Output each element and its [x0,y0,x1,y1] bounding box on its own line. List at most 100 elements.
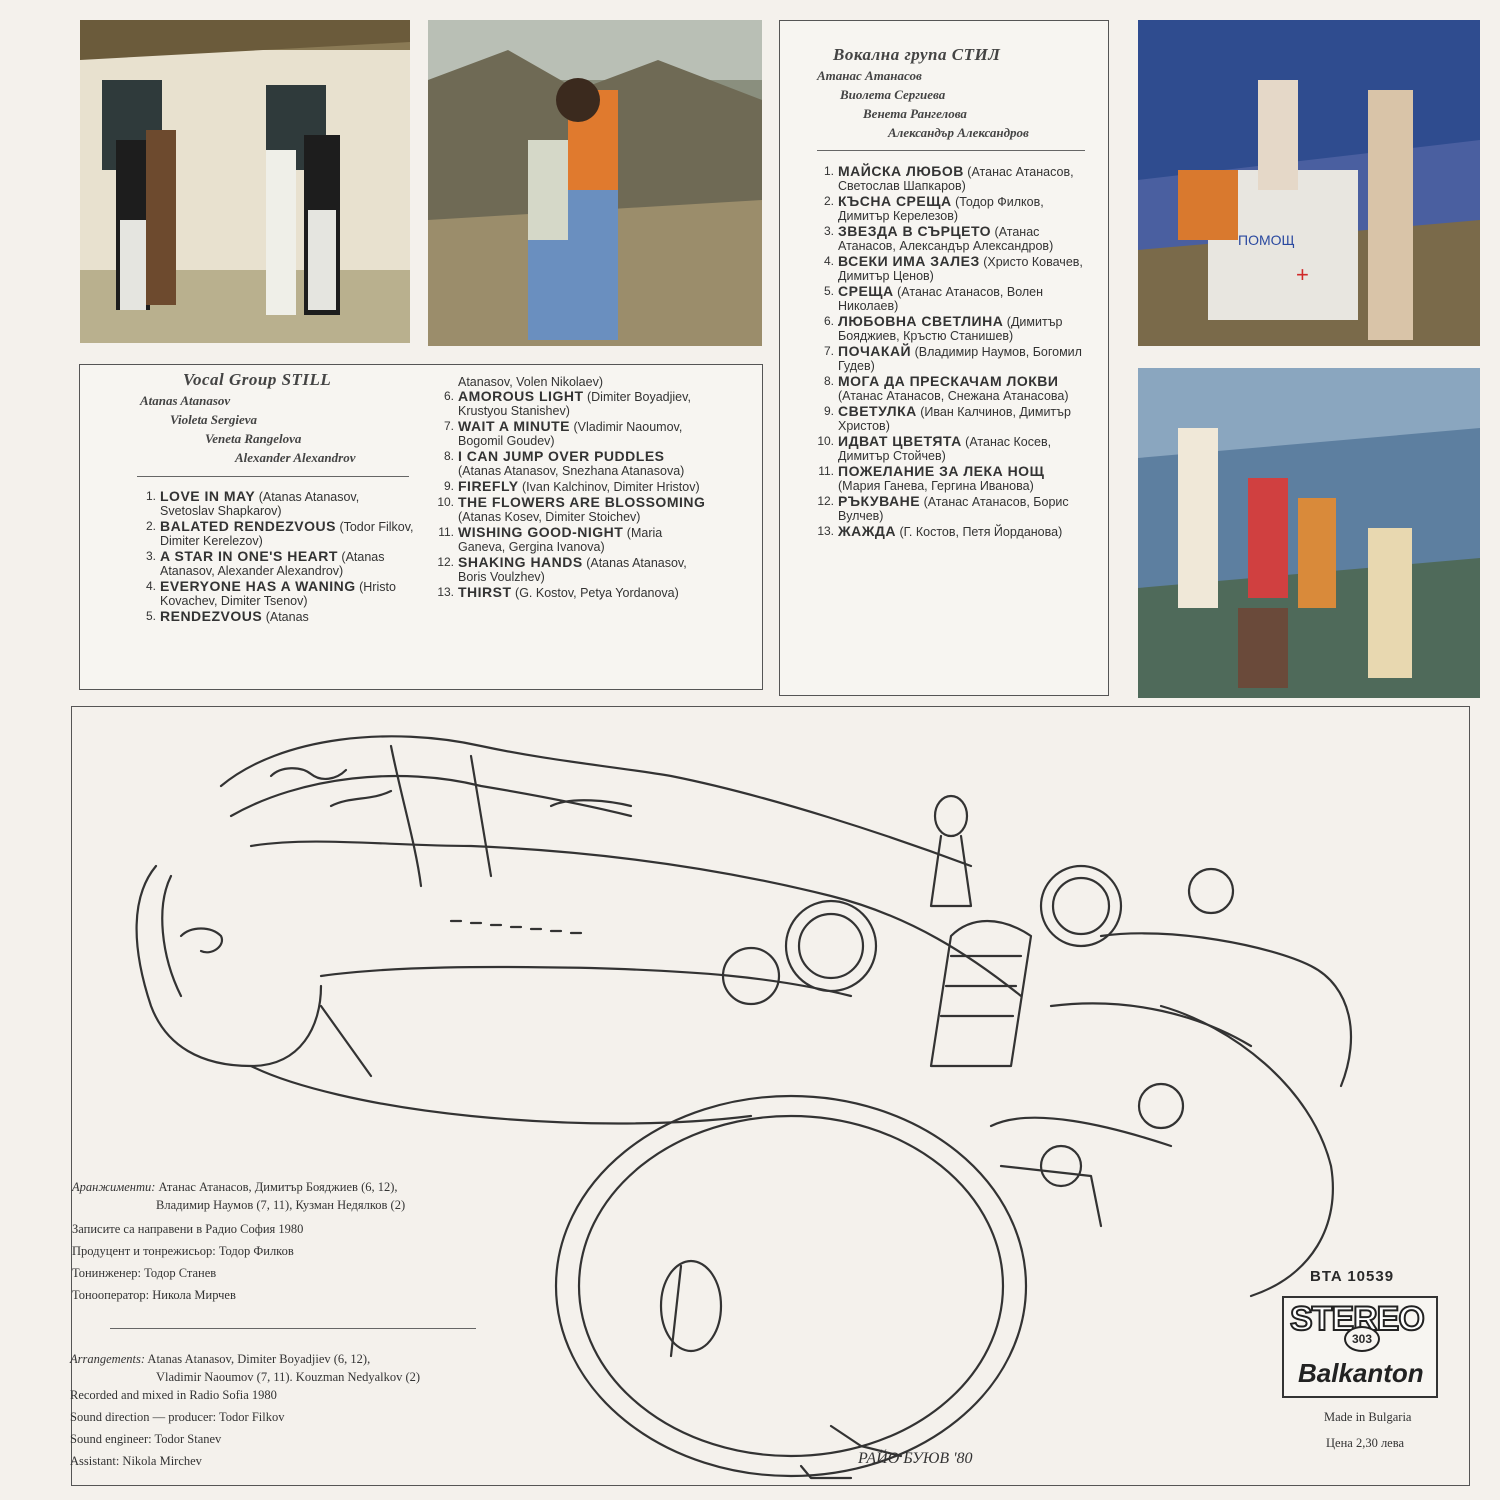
en-group-title: Vocal Group STILL [183,370,332,389]
balkanton-text: Balkanton [1298,1358,1424,1388]
track-number: 7. [823,344,834,358]
track-number: 12. [437,555,454,569]
track-number: 1. [145,489,156,503]
track-item: 2. КЪСНА СРЕЩА (Тодор Филков, Димитър Кер… [812,194,1088,223]
track-credit: (Тодор Филков, Димитър Керелезов) [838,195,1044,223]
track-number: 7. [443,419,454,433]
track-item: 1.LOVE IN MAY (Atanas Atanasov, Svetosla… [134,489,414,518]
track-title: ПОЖЕЛАНИЕ ЗА ЛЕКА НОЩ [838,463,1045,479]
track-credit: (Atanas Kosev, Dimiter Stoichev) [458,510,641,524]
track-text: I CAN JUMP OVER PUDDLES (Atanas Atanasov… [458,449,707,478]
track-text: СРЕЩА (Атанас Атанасов, Волен Николаев) [838,284,1088,313]
track-credit: (Г. Костов, Петя Йорданова) [896,525,1063,539]
credits-en-arr-line1: Atanas Atanasov, Dimiter Boyadjiev (6, 1… [145,1352,371,1366]
track-title: RENDEZVOUS [160,608,263,624]
credits-en: Arrangements: Atanas Atanasov, Dimiter B… [70,1350,482,1470]
track-item: 12.РЪКУВАНЕ (Атанас Атанасов, Борис Вулч… [812,494,1088,523]
credits-en-arr-label: Arrangements: [70,1352,145,1366]
track-credit: (Atanas Atanasov, Svetoslav Shapkarov) [160,490,360,518]
bg-member-2: Виолета Сергиева [840,87,946,102]
track-credit: (Атанас Атанасов, Светослав Шапкаров) [838,165,1074,193]
track-credit: (Hristo Kovachev, Dimiter Tsenov) [160,580,396,608]
track-number: 8. [823,374,834,388]
credits-bg-arr-label: Аранжименти: [72,1180,156,1194]
en-member-1: Atanas Atanasov [140,393,231,408]
track-title: ИДВАТ ЦВЕТЯТА [838,433,962,449]
track-title: BALATED RENDEZVOUS [160,518,336,534]
track-credit: (Атанас Атанасов, Волен Николаев) [838,285,1044,313]
track-text: ЗВЕЗДА В СЪРЦЕТО (Атанас Атанасов, Алекс… [838,224,1088,253]
track-text: A STAR IN ONE'S HEART (Atanas Atanasov, … [160,549,414,578]
track-credit: (G. Kostov, Petya Yordanova) [511,586,679,600]
en-divider [137,476,409,477]
track-title: РЪКУВАНЕ [838,493,921,509]
track-text: FIREFLY (Ivan Kalchinov, Dimiter Hristov… [458,479,707,494]
bg-member-4: Александър Александров [888,125,1029,140]
track-title: THE FLOWERS ARE BLOSSOMING [458,494,706,510]
credits-bg-arrangements-line1: Аранжименти: Атанас Атанасов, Димитър Бо… [72,1178,482,1196]
en-track-list-col1: 1.LOVE IN MAY (Atanas Atanasov, Svetosla… [134,489,414,625]
track-item: 7.ПОЧАКАЙ (Владимир Наумов, Богомил Гуде… [812,344,1088,373]
track-item: 4.EVERYONE HAS A WANING (Hristo Kovachev… [134,579,414,608]
track-title: WISHING GOOD-NIGHT [458,524,624,540]
track-text: WAIT A MINUTE (Vladimir Naoumov, Bogomil… [458,419,707,448]
credits-bg-arr-line2: Владимир Наумов (7, 11), Кузман Недялков… [156,1198,406,1212]
track-credit: (Атанас Косев, Димитър Стойчев) [838,435,1052,463]
track-item: 9. СВЕТУЛКА (Иван Калчинов, Димитър Христ… [812,404,1088,433]
track-text: МОГА ДА ПРЕСКАЧАМ ЛОКВИ (Атанас Атанасов… [838,374,1088,403]
track-number: 8. [443,449,454,463]
credits-en-arrangements-line1: Arrangements: Atanas Atanasov, Dimiter B… [70,1350,482,1368]
stereo-logo: STEREO 303 [1282,1296,1438,1354]
track-title: КЪСНА СРЕЩА [838,193,952,209]
track-text: ЛЮБОВНА СВЕТЛИНА (Димитър Бояджиев, Кръс… [838,314,1088,343]
track-credit: (Ivan Kalchinov, Dimiter Hristov) [518,480,700,494]
track-number: 9. [823,404,834,418]
track-item: 6. AMOROUS LIGHT (Dimiter Boyadjiev, Krus… [432,389,707,418]
english-track-box [79,364,763,690]
track-text: КЪСНА СРЕЩА (Тодор Филков, Димитър Керел… [838,194,1088,223]
credits-en-assistant: Assistant: Nikola Mirchev [70,1454,202,1468]
track-credit: (Христо Ковачев, Димитър Ценов) [838,255,1083,283]
track-text: RENDEZVOUS (Atanas [160,609,414,624]
track-credit: (Мария Ганева, Гергина Иванова) [838,479,1034,493]
track-number: 6. [823,314,834,328]
track-item: 13. ЖАЖДА (Г. Костов, Петя Йорданова) [812,524,1088,539]
track-number: 6. [443,389,454,403]
bg-track-list: 1.МАЙСКА ЛЮБОВ (Атанас Атанасов, Светосл… [812,164,1088,540]
track-number: 11. [818,464,834,478]
track-item: 2. BALATED RENDEZVOUS (Todor Filkov, Dimi… [134,519,414,548]
credits-divider [110,1328,476,1329]
track-text: ЖАЖДА (Г. Костов, Петя Йорданова) [838,524,1088,539]
track-text: ПОЖЕЛАНИЕ ЗА ЛЕКА НОЩ (Мария Ганева, Гер… [838,464,1088,493]
track-title: СРЕЩА [838,283,894,299]
credits-bg: Аранжименти: Атанас Атанасов, Димитър Бо… [72,1178,482,1304]
track-credit: (Atanas Atanasov, Snezhana Atanasova) [458,464,685,478]
track-number: 4. [145,579,156,593]
track-number: 2. [145,519,156,533]
svg-text:ПОМОЩ: ПОМОЩ [1238,232,1295,248]
track-number: 13. [817,524,834,538]
photo-house-group [80,20,410,343]
track-text: AMOROUS LIGHT (Dimiter Boyadjiev, Krusty… [458,389,707,418]
track-text: BALATED RENDEZVOUS (Todor Filkov, Dimite… [160,519,414,548]
track-text: МАЙСКА ЛЮБОВ (Атанас Атанасов, Светослав… [838,164,1088,193]
bg-member-3: Венета Рангелова [863,106,967,121]
photo-ambulance-door: ПОМОЩ + [1138,20,1480,346]
svg-text:+: + [1296,262,1309,287]
track-number: 2. [823,194,834,208]
track-item: 4.ВСЕКИ ИМА ЗАЛЕЗ (Христо Ковачев, Димит… [812,254,1088,283]
track-text: СВЕТУЛКА (Иван Калчинов, Димитър Христов… [838,404,1088,433]
credits-en-recorded: Recorded and mixed in Radio Sofia 1980 [70,1388,277,1402]
track-credit: (Atanas [262,610,309,624]
track-title: ПОЧАКАЙ [838,343,912,359]
track-title: ВСЕКИ ИМА ЗАЛЕЗ [838,253,980,269]
track-item: 8. МОГА ДА ПРЕСКАЧАМ ЛОКВИ (Атанас Атанас… [812,374,1088,403]
track-credit: (Vladimir Naoumov, Bogomil Goudev) [458,420,683,448]
track-title: FIREFLY [458,478,519,494]
track-item: 1.МАЙСКА ЛЮБОВ (Атанас Атанасов, Светосл… [812,164,1088,193]
track-credit: (Dimiter Boyadjiev, Krustyou Stanishev) [458,390,691,418]
track-credit: (Атанас Атанасов, Снежана Атанасова) [838,389,1069,403]
made-in-label: Made in Bulgaria [1324,1410,1412,1424]
credits-bg-producer: Продуцент и тонрежисьор: Тодор Филков [72,1244,294,1258]
track-number: 5. [823,284,834,298]
